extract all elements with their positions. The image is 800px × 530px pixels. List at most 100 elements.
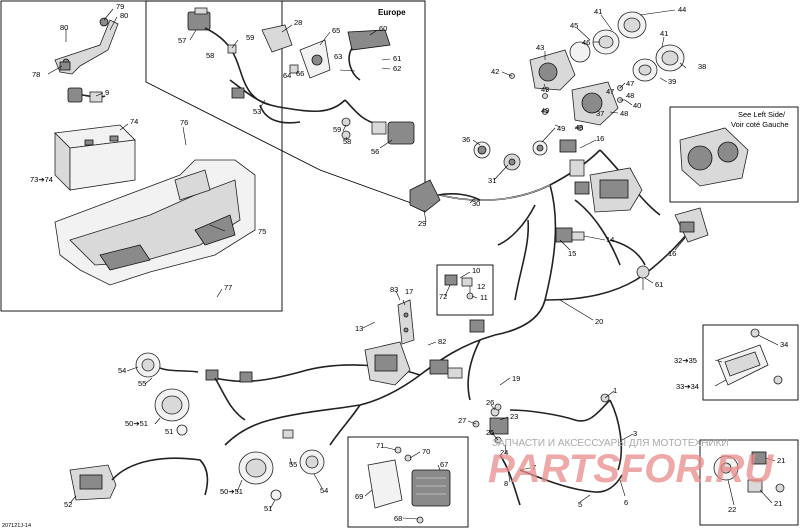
callout-9: 9 bbox=[105, 88, 109, 97]
callout-32-35: 32➔35 bbox=[674, 356, 697, 365]
inset-frame-regulator bbox=[347, 436, 469, 528]
callout-49: 49 bbox=[541, 85, 549, 94]
drawing-code: 207121J-14 bbox=[2, 523, 31, 529]
callout-72: 72 bbox=[439, 292, 447, 301]
callout-7: 7 bbox=[532, 463, 536, 472]
regulator bbox=[367, 446, 451, 524]
callout-23: 23 bbox=[510, 412, 518, 421]
callout-58: 58 bbox=[343, 137, 351, 146]
callout-55: 55 bbox=[138, 379, 146, 388]
inset-frame-europe: Europe bbox=[145, 0, 426, 209]
europe-harness bbox=[229, 79, 381, 126]
callout-78: 78 bbox=[32, 70, 40, 79]
battery-tray bbox=[54, 159, 256, 286]
harness-center-connectors bbox=[429, 319, 485, 379]
callout-53: 53 bbox=[253, 107, 261, 116]
callout-31: 31 bbox=[488, 176, 496, 185]
callout-33-34: 33➔34 bbox=[676, 382, 699, 391]
left-side-headlight bbox=[679, 127, 749, 187]
ecu-module bbox=[589, 167, 643, 213]
callout-28: 28 bbox=[294, 18, 302, 27]
callout-38: 38 bbox=[698, 62, 706, 71]
callout-41: 41 bbox=[660, 29, 668, 38]
callout-59: 59 bbox=[333, 125, 341, 134]
europe-title: Europe bbox=[378, 8, 406, 17]
connector-cluster-16 bbox=[559, 139, 590, 195]
callout-30: 30 bbox=[472, 199, 480, 208]
callout-51: 51 bbox=[264, 504, 272, 513]
callout-65: 65 bbox=[332, 26, 340, 35]
sensor-18 bbox=[532, 140, 548, 156]
callout-6: 6 bbox=[624, 498, 628, 507]
fuse-block bbox=[364, 341, 411, 386]
fog-light-50a bbox=[154, 388, 190, 436]
inset-frame-left bbox=[0, 0, 283, 312]
callout-17: 17 bbox=[405, 287, 413, 296]
inset-frame-cluster bbox=[702, 324, 799, 401]
callout-19: 19 bbox=[512, 374, 520, 383]
europe-small-parts bbox=[227, 44, 351, 140]
headlight-right-upper bbox=[569, 11, 647, 63]
turn-light-54b bbox=[299, 449, 325, 475]
callout-48: 48 bbox=[575, 123, 583, 132]
headlight-housing-upper bbox=[529, 49, 576, 91]
callout-29: 29 bbox=[418, 219, 426, 228]
callout-59: 59 bbox=[246, 33, 254, 42]
note-left-side-line1: See Left Side/ bbox=[738, 110, 786, 119]
callout-54: 54 bbox=[118, 366, 126, 375]
europe-switch-60 bbox=[347, 29, 391, 81]
callout-74: 74 bbox=[130, 117, 138, 126]
watermark-logo: PARTSFOR.RU bbox=[488, 447, 774, 491]
inset-frame-left-side: See Left Side/ Voir coté Gauche bbox=[669, 106, 799, 203]
callout-51: 51 bbox=[165, 427, 173, 436]
callout-47: 47 bbox=[626, 79, 634, 88]
callout-66: 66 bbox=[296, 69, 304, 78]
battery bbox=[54, 124, 136, 191]
callout-83: 83 bbox=[390, 285, 398, 294]
callout-61: 61 bbox=[393, 54, 401, 63]
headlight-right-lower bbox=[632, 44, 685, 82]
callout-50-51: 50➔51 bbox=[125, 419, 148, 428]
callout-49: 49 bbox=[541, 106, 549, 115]
headlight-housing-lower bbox=[571, 81, 619, 126]
callout-68: 68 bbox=[394, 514, 402, 523]
callout-45: 45 bbox=[570, 21, 578, 30]
instrument-cluster bbox=[717, 328, 783, 386]
callout-48: 48 bbox=[620, 109, 628, 118]
watermark: ЗАПЧАСТИ И АКСЕССУАРЫ ДЛЯ МОТОТЕХНИКИ PA… bbox=[488, 438, 774, 491]
callout-63: 63 bbox=[334, 52, 342, 61]
europe-relay bbox=[187, 7, 271, 106]
battery-cable bbox=[67, 87, 106, 103]
callout-21: 21 bbox=[774, 499, 782, 508]
callout-27: 27 bbox=[458, 416, 466, 425]
callout-20: 20 bbox=[595, 317, 603, 326]
callout-15: 15 bbox=[568, 249, 576, 258]
inset-frame-horn bbox=[699, 439, 799, 526]
callout-39: 39 bbox=[668, 77, 676, 86]
callout-16: 16 bbox=[668, 249, 676, 258]
switch-29 bbox=[409, 179, 481, 213]
callout-26: 26 bbox=[486, 398, 494, 407]
ignition-36-31 bbox=[473, 141, 521, 171]
callout-55: 55 bbox=[289, 460, 297, 469]
callout-50-51: 50➔51 bbox=[220, 487, 243, 496]
callout-36: 36 bbox=[462, 135, 470, 144]
callout-1: 1 bbox=[613, 386, 617, 395]
callout-44: 44 bbox=[678, 5, 686, 14]
harness-branch-front bbox=[497, 199, 646, 266]
callout-79: 79 bbox=[116, 2, 124, 11]
note-left-side-line2: Voir coté Gauche bbox=[731, 120, 789, 129]
callout-54: 54 bbox=[320, 486, 328, 495]
callout-34: 34 bbox=[780, 340, 788, 349]
callout-8: 8 bbox=[504, 479, 508, 488]
callout-64: 64 bbox=[283, 71, 291, 80]
callout-62: 62 bbox=[393, 64, 401, 73]
callout-82: 82 bbox=[438, 337, 446, 346]
callout-57: 57 bbox=[178, 36, 186, 45]
callout-76: 76 bbox=[180, 118, 188, 127]
callout-22: 22 bbox=[728, 505, 736, 514]
front-harness-small bbox=[205, 369, 294, 439]
battery-bracket bbox=[54, 17, 119, 75]
bracket-17 bbox=[397, 299, 415, 345]
